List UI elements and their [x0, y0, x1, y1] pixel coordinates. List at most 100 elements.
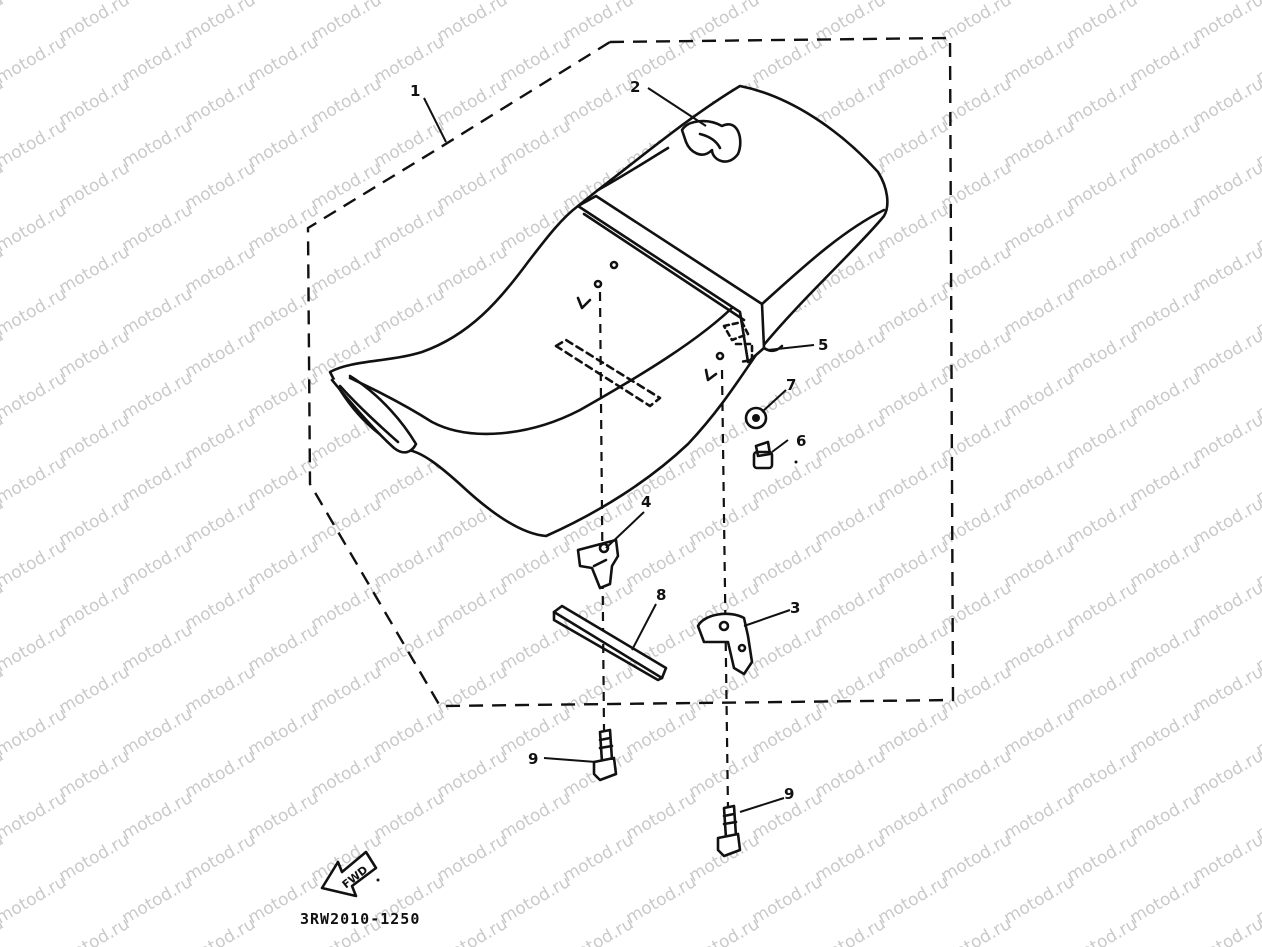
watermark-text: motod.ru: [0, 788, 70, 844]
callout-labels: 1 2 3 4 5 6 7 8 9 9: [410, 78, 828, 803]
watermark-text: motod.ru: [749, 620, 827, 676]
watermark-text: motod.ru: [812, 494, 890, 550]
watermark-text: motod.ru: [560, 830, 638, 886]
callout-3: 3: [790, 599, 800, 617]
watermark-text: motod.ru: [119, 284, 197, 340]
watermark-text: motod.ru: [182, 326, 260, 382]
watermark-text: motod.ru: [623, 788, 701, 844]
watermark-text: motod.ru: [434, 0, 512, 46]
watermark-text: motod.ru: [308, 74, 386, 130]
watermark-text: motod.ru: [560, 914, 638, 947]
watermark-text: motod.ru: [434, 914, 512, 947]
watermark-text: motod.ru: [182, 74, 260, 130]
callout-6: 6: [796, 432, 806, 450]
watermark-text: motod.ru: [1064, 830, 1142, 886]
watermark-text: motod.ru: [56, 326, 134, 382]
callout-4: 4: [641, 493, 651, 511]
watermark-text: motod.ru: [1190, 242, 1262, 298]
watermark-text: motod.ru: [56, 74, 134, 130]
watermark-text: motod.ru: [1190, 830, 1262, 886]
watermark-text: motod.ru: [1064, 326, 1142, 382]
seat-body: [328, 84, 889, 538]
bolt-left: [592, 728, 618, 782]
watermark-text: motod.ru: [56, 0, 134, 46]
watermark-text: motod.ru: [119, 452, 197, 508]
watermark-text: motod.ru: [0, 872, 70, 928]
watermark-text: motod.ru: [875, 32, 953, 88]
watermark-text: motod.ru: [182, 914, 260, 947]
watermark-text: motod.ru: [182, 578, 260, 634]
watermark-text: motod.ru: [119, 116, 197, 172]
callout-5: 5: [818, 336, 828, 354]
watermark-text: motod.ru: [119, 32, 197, 88]
watermark-text: motod.ru: [875, 704, 953, 760]
watermark-text: motod.ru: [938, 242, 1016, 298]
watermark-text: motod.ru: [938, 830, 1016, 886]
watermark-text: motod.ru: [560, 662, 638, 718]
watermark-text: motod.ru: [182, 242, 260, 298]
watermark-text: motod.ru: [245, 116, 323, 172]
watermark-text: motod.ru: [1190, 410, 1262, 466]
watermark-text: motod.ru: [938, 158, 1016, 214]
watermark-text: motod.ru: [119, 788, 197, 844]
watermark-text: motod.ru: [938, 662, 1016, 718]
watermark-text: motod.ru: [1001, 872, 1079, 928]
watermark-text: motod.ru: [1190, 158, 1262, 214]
hidden-bracket-outline: [554, 338, 662, 408]
watermark-text: motod.ru: [119, 620, 197, 676]
watermark-text: motod.ru: [749, 704, 827, 760]
watermark-text: motod.ru: [434, 662, 512, 718]
watermark-text: motod.ru: [0, 704, 70, 760]
watermark-text: motod.ru: [1127, 200, 1205, 256]
watermark-text: motod.ru: [497, 872, 575, 928]
watermark-text: motod.ru: [56, 242, 134, 298]
watermark-text: motod.ru: [497, 32, 575, 88]
watermark-text: motod.ru: [0, 32, 70, 88]
watermark-text: motod.ru: [1001, 452, 1079, 508]
watermark-text: motod.ru: [371, 620, 449, 676]
watermark-text: motod.ru: [371, 200, 449, 256]
fwd-arrow-icon: FWD: [320, 850, 378, 898]
watermark-text: motod.ru: [371, 284, 449, 340]
watermark-text: motod.ru: [119, 872, 197, 928]
watermark-text: motod.ru: [434, 158, 512, 214]
watermark-text: motod.ru: [938, 578, 1016, 634]
watermark-text: motod.ru: [812, 662, 890, 718]
watermark-text: motod.ru: [938, 914, 1016, 947]
watermark-text: motod.ru: [182, 410, 260, 466]
watermark-text: motod.ru: [812, 410, 890, 466]
bracket-rear: [696, 612, 754, 676]
watermark-text: motod.ru: [812, 746, 890, 802]
watermark-text: motod.ru: [1127, 368, 1205, 424]
watermark-text: motod.ru: [182, 830, 260, 886]
watermark-text: motod.ru: [245, 704, 323, 760]
watermark-text: motod.ru: [308, 746, 386, 802]
watermark-text: motod.ru: [371, 536, 449, 592]
watermark-text: motod.ru: [1064, 0, 1142, 46]
watermark-text: motod.ru: [1127, 704, 1205, 760]
callout-1: 1: [410, 82, 420, 100]
watermark-text: motod.ru: [1001, 32, 1079, 88]
watermark-text: motod.ru: [0, 0, 70, 4]
callout-7: 7: [786, 376, 796, 394]
watermark-text: motod.ru: [182, 494, 260, 550]
watermark-text: motod.ru: [938, 410, 1016, 466]
watermark-text: motod.ru: [434, 578, 512, 634]
watermark-text: motod.ru: [182, 0, 260, 46]
watermark-text: motod.ru: [1001, 200, 1079, 256]
watermark-text: motod.ru: [1190, 74, 1262, 130]
watermark-text: motod.ru: [1064, 494, 1142, 550]
watermark-text: motod.ru: [623, 536, 701, 592]
watermark-text: motod.ru: [1001, 116, 1079, 172]
watermark-text: motod.ru: [56, 578, 134, 634]
leader-lines: [423, 87, 815, 813]
watermark-text: motod.ru: [812, 326, 890, 382]
watermark-text: motod.ru: [308, 0, 386, 46]
watermark-text: motod.ru: [1064, 410, 1142, 466]
watermark-text: motod.ru: [497, 788, 575, 844]
watermark-text: motod.ru: [812, 914, 890, 947]
watermark-text: motod.ru: [119, 536, 197, 592]
watermark-text: motod.ru: [56, 494, 134, 550]
watermark-text: motod.ru: [623, 872, 701, 928]
